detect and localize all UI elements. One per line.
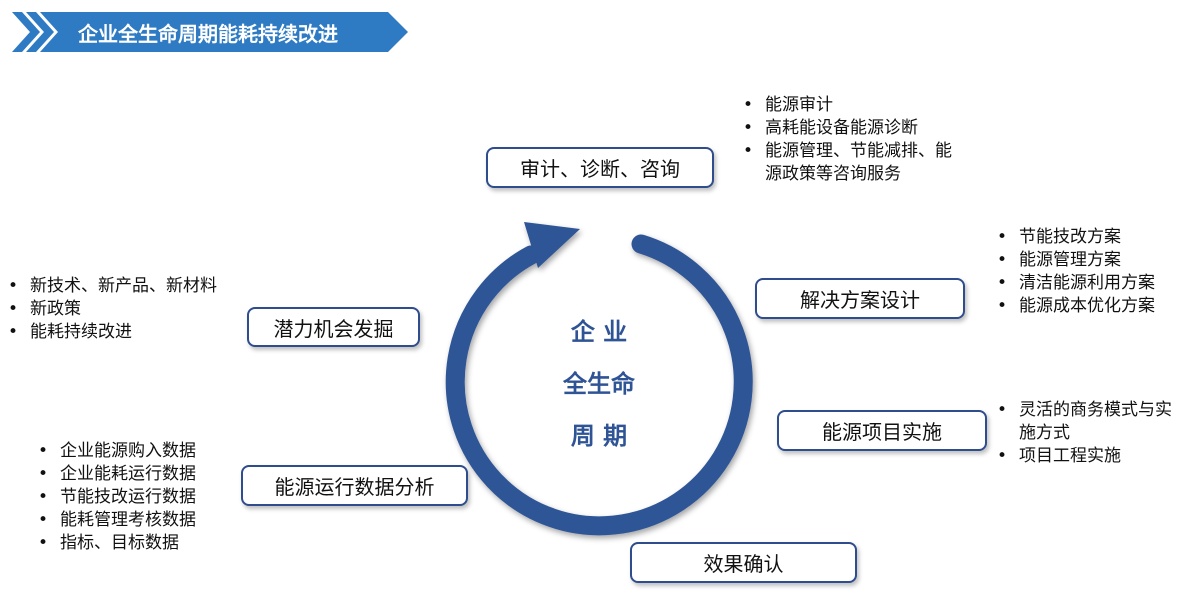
list-item: 新政策 [8,298,217,321]
banner-arrow [40,12,408,52]
center-text-2: 全生命 [563,370,635,398]
list-item: 灵活的商务模式与实施方式 [997,399,1179,445]
cycle-arc [445,234,753,536]
opportunity-list: 新技术、新产品、新材料 新政策 能耗持续改进 [8,275,217,344]
list-item: 新技术、新产品、新材料 [8,275,217,298]
page-title: 企业全生命周期能耗持续改进 [78,22,338,46]
list-item: 能源成本优化方案 [997,295,1155,318]
list-item: 项目工程实施 [997,445,1179,468]
center-text-1: 企 业 [570,318,628,346]
list-item: 高耗能设备能源诊断 [743,117,955,140]
list-item: 能耗管理考核数据 [38,509,196,532]
stage-result-confirmation: 效果确认 [630,542,857,583]
chevron-icon [26,12,54,52]
list-item: 节能技改方案 [997,226,1155,249]
chevron-icon [12,12,40,52]
data-analysis-list: 企业能源购入数据 企业能耗运行数据 节能技改运行数据 能耗管理考核数据 指标、目… [38,440,196,555]
stage-audit: 审计、诊断、咨询 [486,147,714,188]
list-item: 清洁能源利用方案 [997,272,1155,295]
stage-solution-design: 解决方案设计 [755,278,965,319]
header-banner [12,12,408,52]
list-item: 节能技改运行数据 [38,486,196,509]
stage-implementation: 能源项目实施 [777,410,987,451]
implementation-list: 灵活的商务模式与实施方式 项目工程实施 [997,399,1179,468]
list-item: 企业能源购入数据 [38,440,196,463]
list-item: 能源管理方案 [997,249,1155,272]
cycle-arrowhead-icon [524,222,580,268]
stage-data-analysis: 能源运行数据分析 [241,465,468,506]
list-item: 企业能耗运行数据 [38,463,196,486]
audit-list: 能源审计 高耗能设备能源诊断 能源管理、节能减排、能源政策等咨询服务 [743,94,955,186]
list-item: 指标、目标数据 [38,532,196,555]
solution-list: 节能技改方案 能源管理方案 清洁能源利用方案 能源成本优化方案 [997,226,1155,318]
list-item: 能耗持续改进 [8,321,217,344]
stage-opportunity-discovery: 潜力机会发掘 [247,307,420,347]
list-item: 能源审计 [743,94,955,117]
list-item: 能源管理、节能减排、能源政策等咨询服务 [743,140,955,186]
center-text-3: 周 期 [570,422,628,450]
